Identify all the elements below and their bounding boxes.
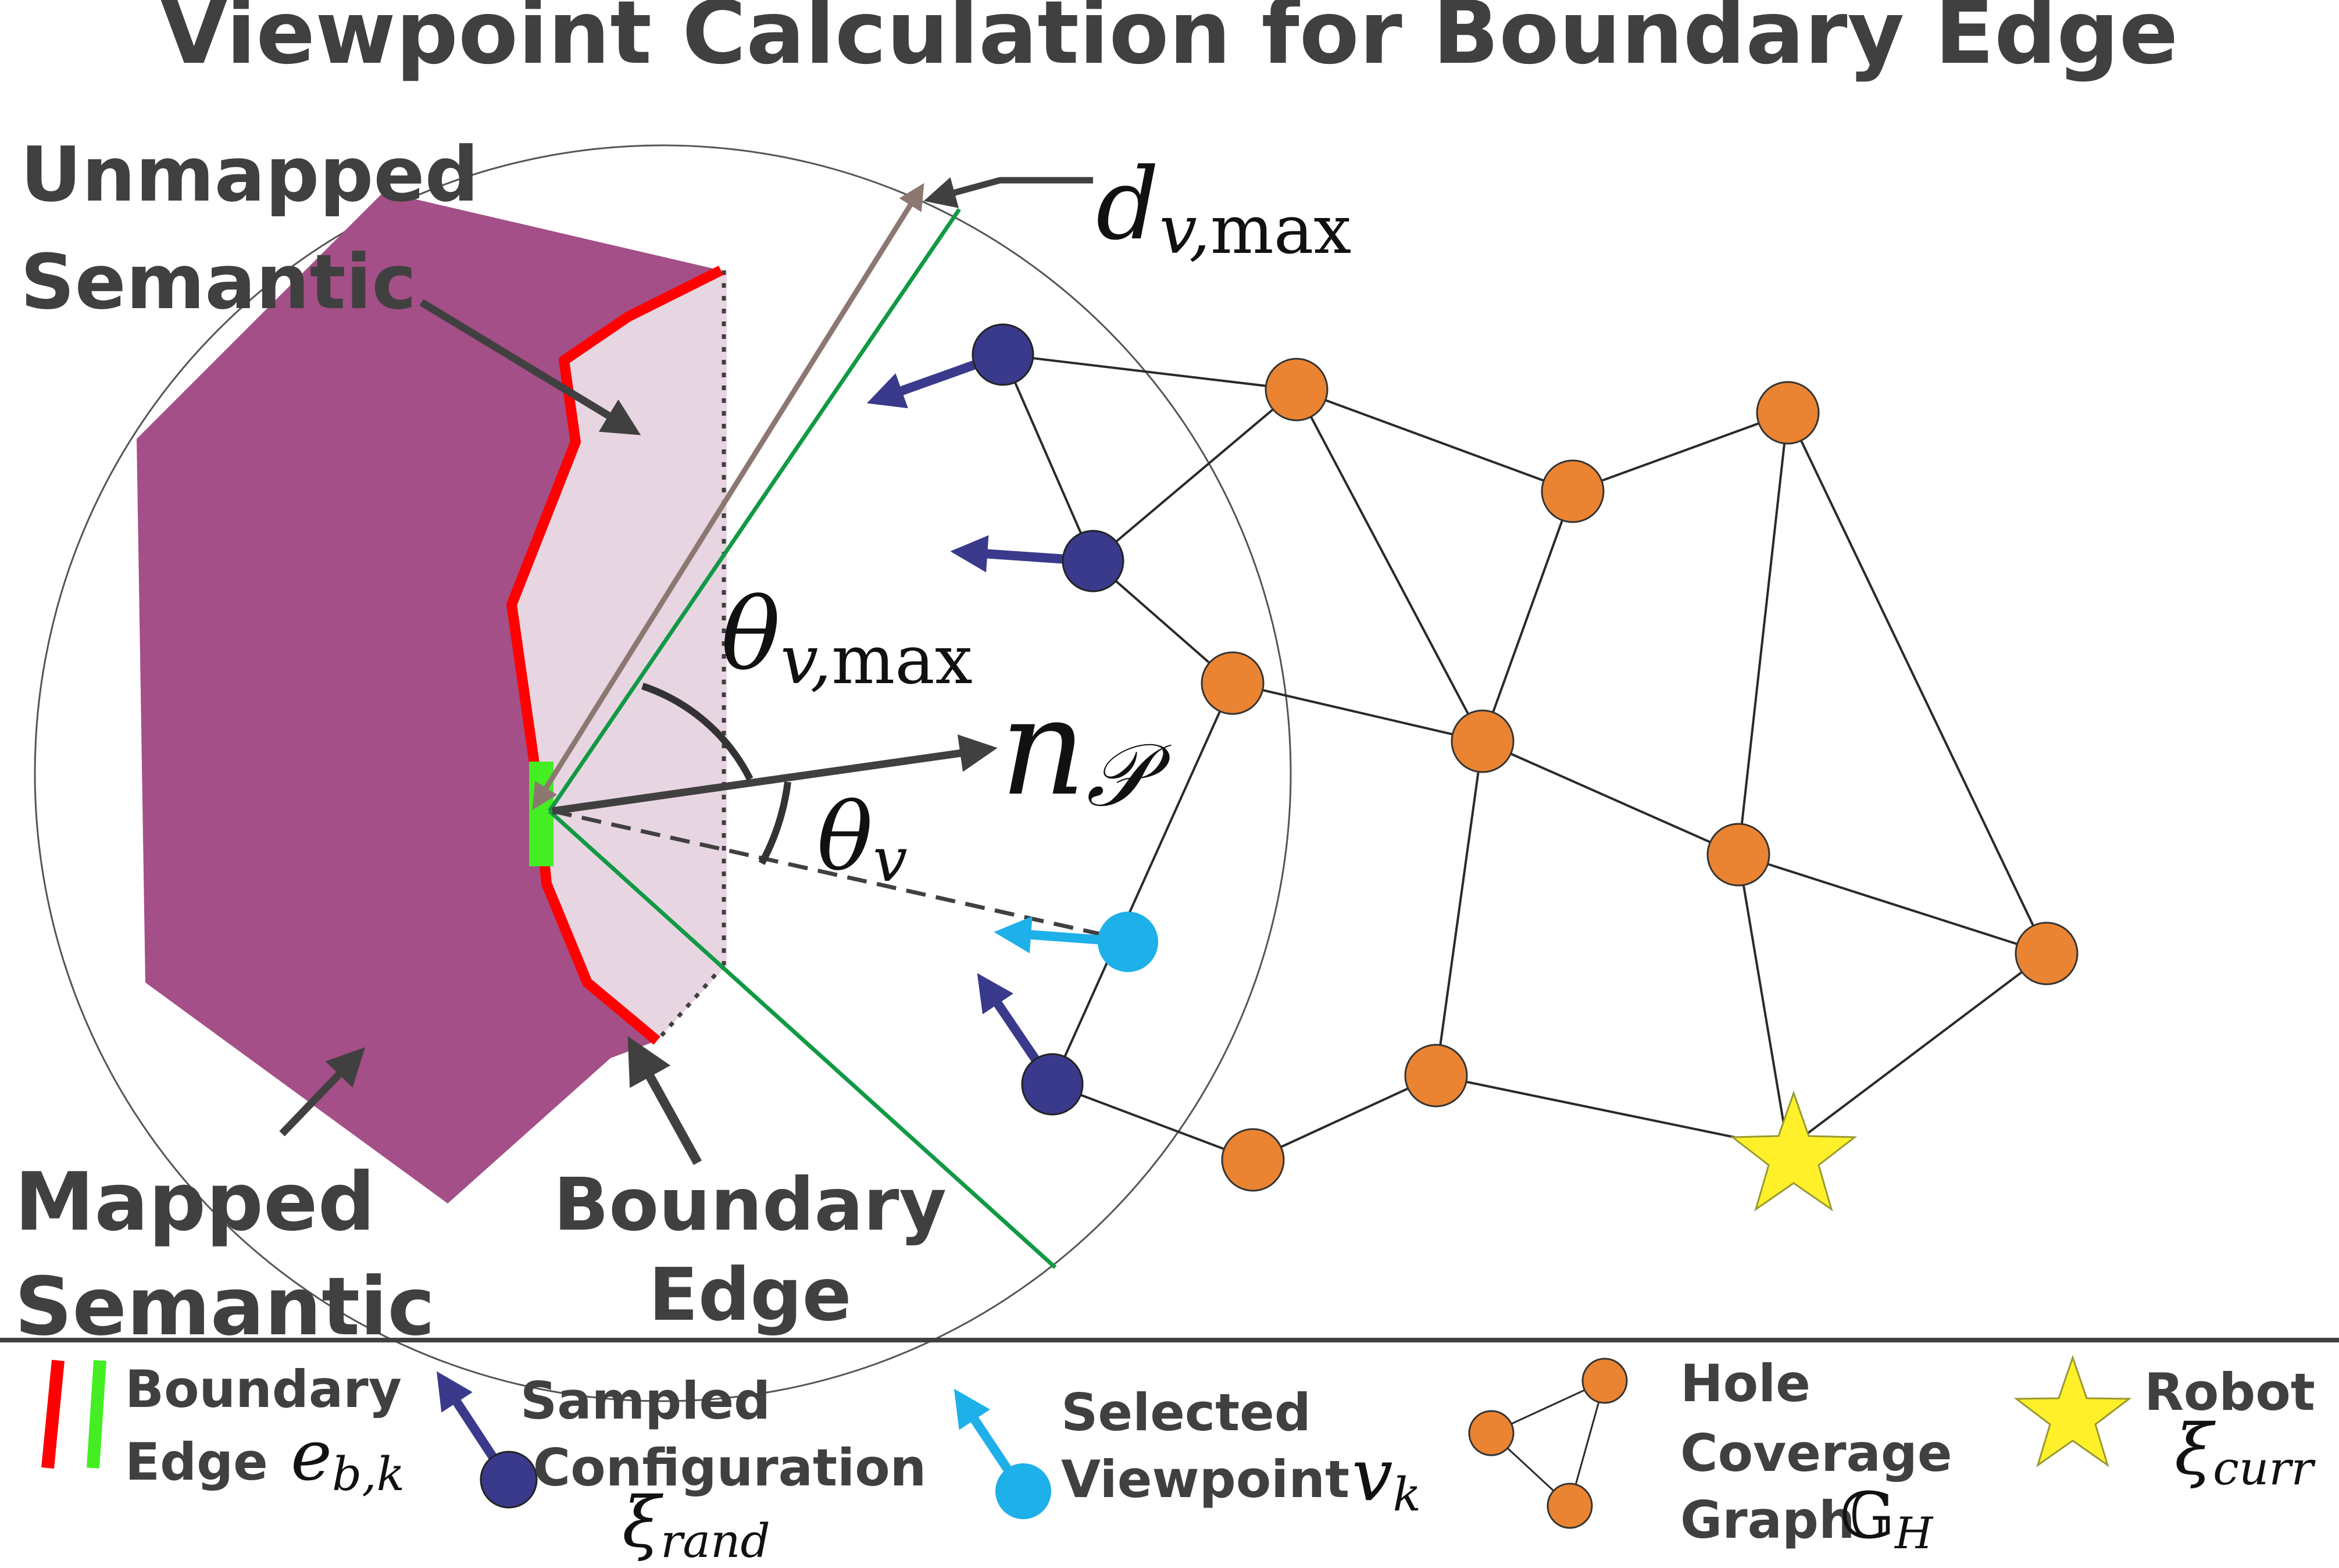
legend-boundary-edge: Boundary Edge eb,k [41,1359,405,1501]
theta-max-label: θv,max [721,577,973,699]
unmapped-label-line1: Unmapped [20,130,479,219]
fov-lower-line [548,809,1057,1269]
mapped-semantic-region [137,192,721,1203]
boundary-label-line1: Boundary [553,1163,947,1247]
legend-hole-coverage-graph: Hole Coverage Graph 𝔾H [1468,1353,1952,1559]
legend-selected-line2: Viewpoint [1061,1449,1349,1509]
legend-selected-line1: Selected [1061,1383,1311,1442]
legend-red-swatch [41,1359,65,1469]
legend-hole-symbol: 𝔾H [1840,1478,1934,1559]
robot-star-icon [1730,1090,1858,1212]
graph-node [1265,358,1329,422]
hole-coverage-graph-nodes [1201,358,2079,1192]
sampled-config-node [1021,1053,1084,1116]
theta-v-arc [758,781,791,865]
legend-sampled-configuration: Sampled Configuration ξrand [436,1371,927,1568]
legend-robot: Robot ξcurr [2013,1355,2316,1495]
legend-graph-node [1468,1410,1515,1456]
fov-upper-line [548,208,961,812]
graph-node [1541,459,1605,523]
unmapped-pointer [419,299,641,435]
graph-node [1706,823,1770,887]
graph-node [1201,651,1265,715]
d-max-pointer [923,177,1093,208]
graph-node [1404,1044,1468,1108]
legend-selected-viewpoint: Selected Viewpoint vk [954,1383,1421,1521]
selected-viewpoint-node [1098,912,1158,972]
legend-sampled-line1: Sampled [520,1371,770,1431]
graph-node [1756,381,1820,445]
d-max-label: dv,max [1096,147,1351,269]
boundary-label-line2: Edge [648,1253,851,1337]
unmapped-dotted-corner [655,963,726,1042]
diagram-title: Viewpoint Calculation for Boundary Edge [160,0,2179,84]
legend-sampled-node [480,1451,538,1509]
graph-node [1451,709,1515,773]
mapped-pointer [279,1047,366,1137]
mapped-label-line1: Mapped [15,1155,375,1249]
legend-sampled-symbol: ξrand [622,1483,770,1568]
legend-selected-symbol: vk [1352,1433,1421,1521]
graph-node [2015,921,2079,985]
theta-v-label: θv [817,783,908,895]
legend-sampled-line2: Configuration [533,1438,927,1498]
legend-hole-line3: Graph [1680,1490,1855,1550]
max-range-arrow [532,183,924,810]
unmapped-label-line2: Semantic [20,238,416,326]
legend-robot-symbol: ξcurr [2174,1410,2316,1495]
legend-graph-node [1581,1358,1628,1404]
legend-hole-line1: Hole [1680,1353,1811,1413]
sampled-config-node [972,323,1034,386]
sampled-config-node [1062,530,1124,592]
legend-selected-node [995,1463,1051,1519]
legend-boundary-symbol: eb,k [291,1416,405,1501]
hole-coverage-graph-edges [1002,353,2048,1161]
normal-vector-label: n𝒫 [1000,670,1172,826]
legend-boundary-line2: Edge [125,1432,268,1492]
boundary-pointer [627,1035,702,1165]
legend-robot-star-icon [2013,1355,2132,1467]
max-range-circle [34,144,1292,1402]
legend-graph-node [1547,1483,1593,1529]
legend-hole-line2: Coverage [1680,1423,1952,1483]
graph-node [1221,1128,1285,1192]
legend-boundary-line1: Boundary [125,1359,402,1419]
legend-green-swatch [87,1360,106,1469]
legend-robot-line1: Robot [2144,1362,2315,1422]
theta-max-arc [641,683,754,781]
normal-vector-arrow [552,734,998,815]
